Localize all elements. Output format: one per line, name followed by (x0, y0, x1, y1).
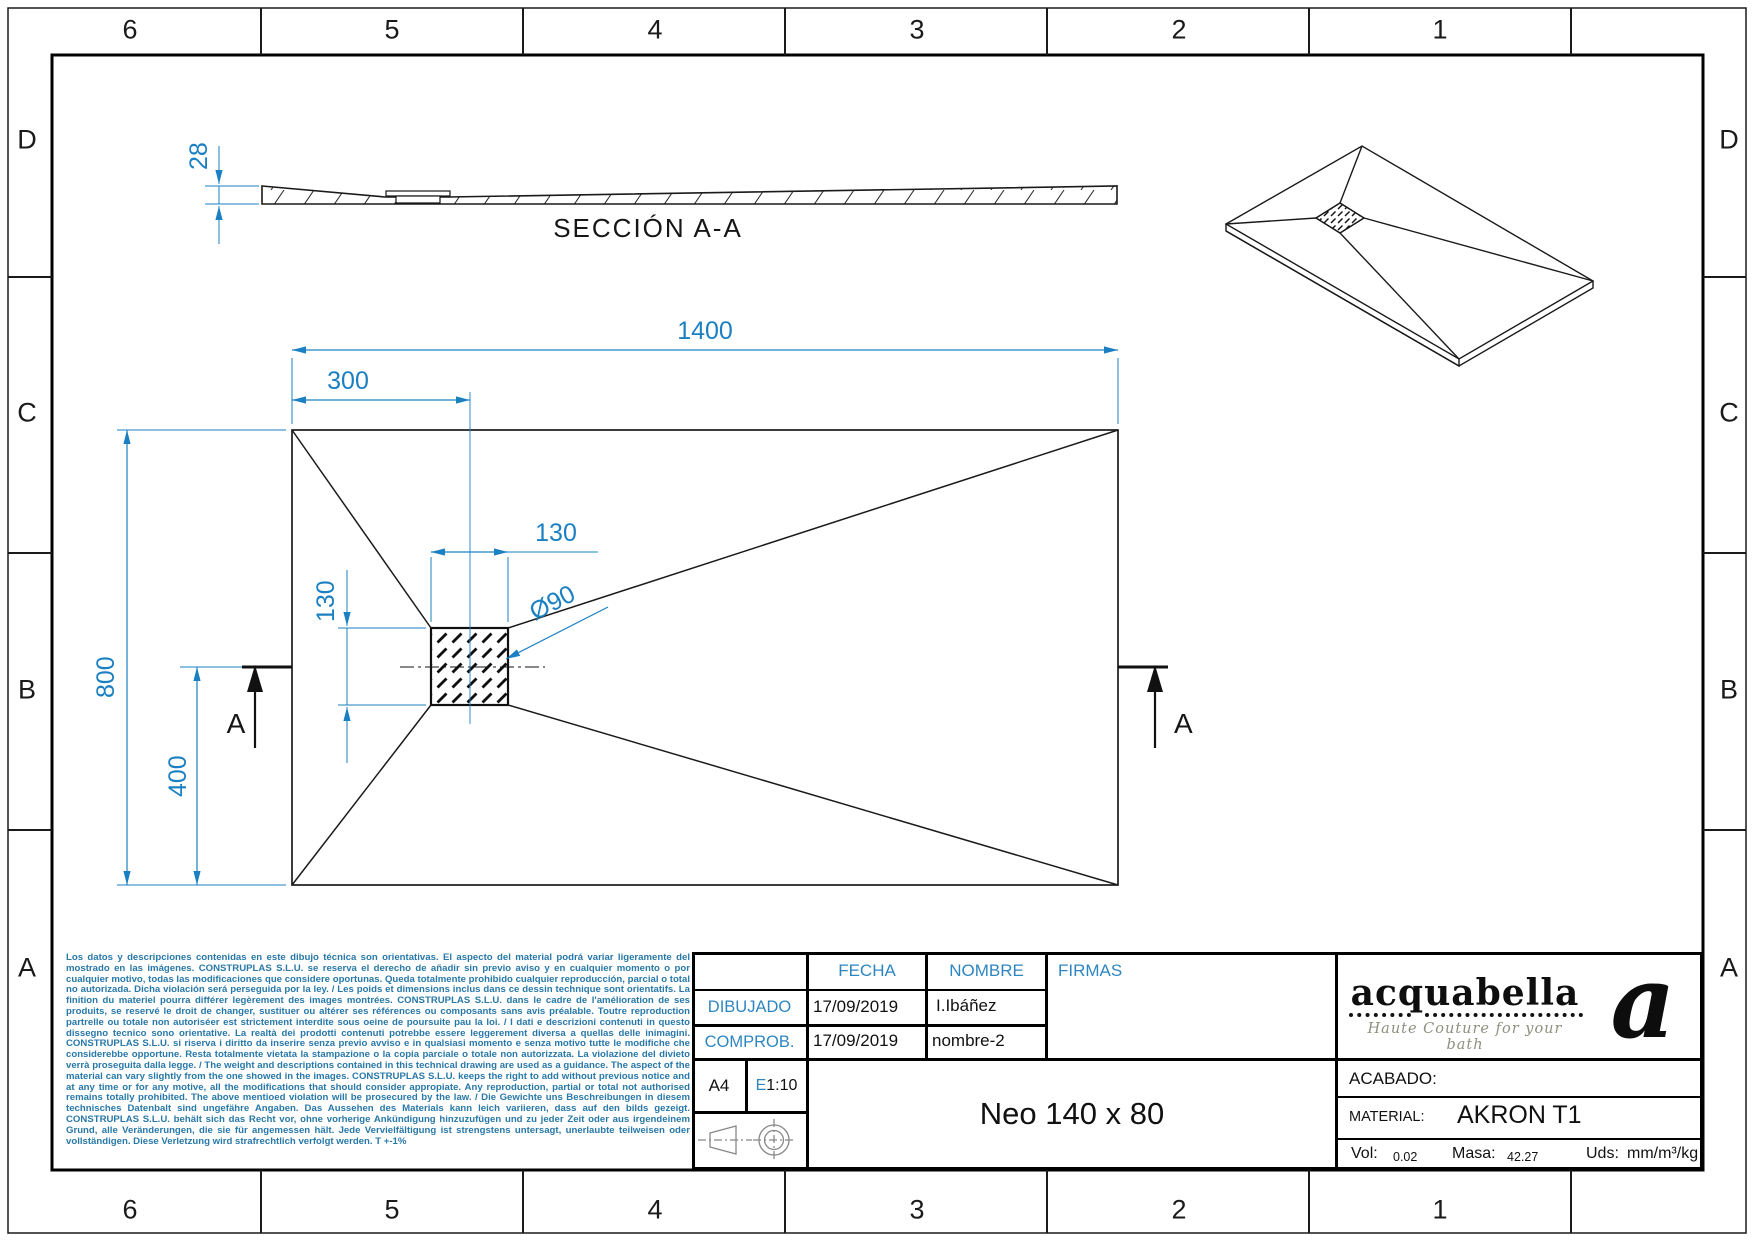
grid-col-label: 2 (1171, 1194, 1187, 1225)
dim-overall-length-value: 1400 (677, 317, 733, 345)
titleblock-line (692, 952, 1703, 955)
section-label: SECCIÓN A-A (553, 213, 743, 243)
dim-drain-center-value: 400 (164, 755, 192, 797)
titleblock-line (1337, 1138, 1703, 1140)
cut-arrow-left (247, 665, 263, 692)
acabado-label: ACABADO: (1349, 1069, 1437, 1088)
dim-drain-center: 400 (164, 666, 242, 886)
grid-col-label: 5 (384, 1194, 400, 1225)
section-drain-recess (385, 190, 451, 204)
dim-drain-width-value: 130 (535, 519, 577, 547)
titleblock-line (692, 989, 1047, 991)
uds-label: Uds: (1586, 1145, 1619, 1162)
titleblock-line (1700, 952, 1703, 1170)
cut-arrow-right (1147, 665, 1163, 692)
grid-col-label: 2 (1171, 14, 1187, 45)
sheet-frame (7, 7, 1747, 1234)
comprob-name: nombre-2 (932, 1031, 1005, 1050)
projection-symbol-icon (698, 1119, 795, 1161)
titleblock-line (1337, 1096, 1703, 1098)
dim-drain-offset-value: 300 (327, 367, 369, 395)
header-nombre: NOMBRE (949, 961, 1024, 980)
grid-col-label: 1 (1432, 1194, 1448, 1225)
grid-row-label: A (1719, 952, 1739, 983)
grid-ticks (8, 8, 1746, 1233)
legal-disclaimer: Los datos y descripciones contenidas en … (66, 952, 690, 1147)
dim-overall-length: 1400 (291, 317, 1119, 424)
plan-view (291, 392, 1119, 886)
grid-col-label: 1 (1432, 14, 1448, 45)
section-view: SECCIÓN A-A (261, 185, 1118, 243)
brand-tagline: Haute Couture for your bath (1367, 1021, 1563, 1053)
grid-col-label: 3 (909, 1194, 925, 1225)
grid-col-label: 6 (122, 1194, 138, 1225)
grid-col-label: 6 (122, 14, 138, 45)
titleblock-line (745, 1060, 748, 1113)
dim-drain-width: 130 (430, 519, 598, 622)
grid-col-label: 5 (384, 14, 400, 45)
grid-row-label: D (1719, 124, 1739, 155)
titleblock-line (692, 952, 695, 1170)
grid-col-label: 3 (909, 14, 925, 45)
vol-label: Vol: (1351, 1145, 1378, 1162)
titleblock-line (806, 952, 809, 1170)
scale-value: 1:10 (766, 1076, 798, 1094)
row-label-dibujado: DIBUJADO (707, 997, 792, 1016)
row-label-comprob: COMPROB. (704, 1032, 795, 1051)
dim-drain-offset: 300 (291, 367, 471, 404)
vol-value: 0.02 (1393, 1150, 1418, 1164)
cut-label-right: A (1174, 708, 1193, 739)
header-fecha: FECHA (838, 961, 896, 980)
grid-row-label: B (1719, 674, 1739, 705)
titleblock-line (925, 952, 928, 1060)
dim-thickness: 28 (185, 142, 259, 244)
uds-value: mm/m³/kg (1627, 1145, 1699, 1162)
titleblock-line (692, 1167, 1703, 1170)
dim-thickness-value: 28 (185, 142, 213, 170)
cut-label-left: A (227, 708, 246, 739)
material-label: MATERIAL: (1349, 1109, 1425, 1125)
dim-overall-width-value: 800 (92, 656, 120, 698)
grid-col-label: 4 (647, 1194, 663, 1225)
grid-col-label: 4 (647, 14, 663, 45)
section-cut-marks: A A (227, 665, 1193, 748)
iso-drain (1314, 202, 1366, 234)
header-firmas: FIRMAS (1058, 961, 1123, 980)
scale-prefix: E (755, 1076, 767, 1094)
drain-grate (429, 626, 510, 707)
sheet-format: A4 (708, 1075, 730, 1095)
slope-edges (291, 429, 1119, 886)
grid-row-label: A (17, 952, 37, 983)
grid-row-label: D (17, 124, 37, 155)
titleblock-line (1335, 952, 1338, 1170)
masa-value: 42.27 (1507, 1150, 1539, 1164)
drawing-title: Neo 140 x 80 (979, 1096, 1165, 1131)
brand-wordmark: acquabella (1350, 972, 1580, 1014)
dim-overall-width: 800 (92, 429, 286, 886)
dibujado-name: I.Ibáñez (936, 996, 997, 1015)
titleblock-line (692, 1058, 1703, 1061)
titleblock-line (1045, 952, 1048, 1060)
grid-row-label: C (1719, 397, 1739, 428)
titleblock-line (692, 1024, 1047, 1027)
comprob-date: 17/09/2019 (813, 1031, 899, 1050)
dim-drain-height: 130 (312, 570, 426, 763)
brand-dots (1349, 1013, 1411, 1017)
dim-drain-height-value: 130 (312, 580, 340, 622)
dibujado-date: 17/09/2019 (813, 997, 899, 1016)
titleblock-line (692, 1111, 809, 1114)
isometric-view (1224, 145, 1595, 368)
brand-dots (1425, 1013, 1583, 1017)
grid-row-label: B (17, 674, 37, 705)
masa-label: Masa: (1452, 1145, 1496, 1162)
grid-row-label: C (17, 397, 37, 428)
material-value: AKRON T1 (1457, 1101, 1582, 1129)
brand-logo-icon: a (1610, 943, 1676, 1061)
